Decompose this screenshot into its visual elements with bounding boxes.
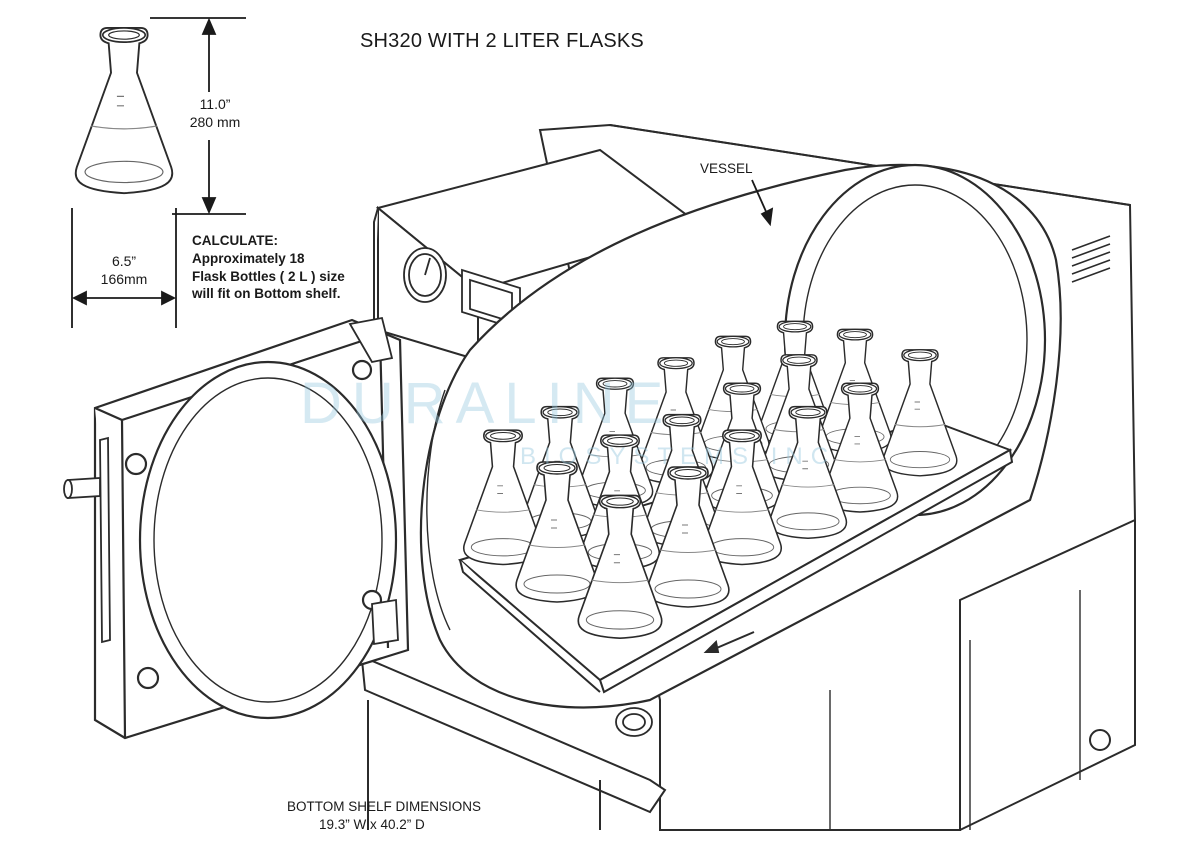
width-dimension (71, 208, 177, 328)
calculation-line: will fit on Bottom shelf. (192, 286, 341, 302)
pressure-gauge (403, 247, 447, 303)
door-handle (63, 436, 111, 644)
bottom-shelf-heading: BOTTOM SHELF DIMENSIONS (287, 799, 482, 814)
flask-height-mm: 280 mm (189, 114, 241, 131)
calculation-line: Flask Bottles ( 2 L ) size (192, 268, 345, 284)
flask-width-mm: 166mm (100, 271, 148, 288)
vessel-label: VESSEL (700, 161, 753, 176)
flask-width-label: 6.5” 166mm (78, 252, 170, 288)
bottom-shelf-dimensions: BOTTOM SHELF DIMENSIONS 19.3” W x 40.2” … (287, 798, 481, 834)
flask-height-label: 11.0” 280 mm (176, 95, 254, 131)
door-hinge (348, 316, 399, 646)
shelf-direction-arrow (703, 631, 755, 653)
bottom-shelf-size: 19.3” W x 40.2” D (319, 817, 425, 833)
door (93, 318, 410, 740)
flask-height-inches: 11.0” (199, 96, 231, 112)
calculation-note: CALCULATE: Approximately 18 Flask Bottle… (192, 232, 345, 303)
drain-valve (615, 707, 653, 737)
calculation-line: Approximately 18 (192, 250, 305, 266)
height-dimension (150, 17, 246, 215)
reference-flask (74, 27, 174, 195)
flask-width-inches: 6.5” (111, 253, 137, 269)
side-vent (1071, 235, 1111, 283)
diagram-title: SH320 WITH 2 LITER FLASKS (360, 30, 644, 52)
vessel-pointer (751, 179, 774, 227)
calculation-heading: CALCULATE: (192, 233, 278, 248)
